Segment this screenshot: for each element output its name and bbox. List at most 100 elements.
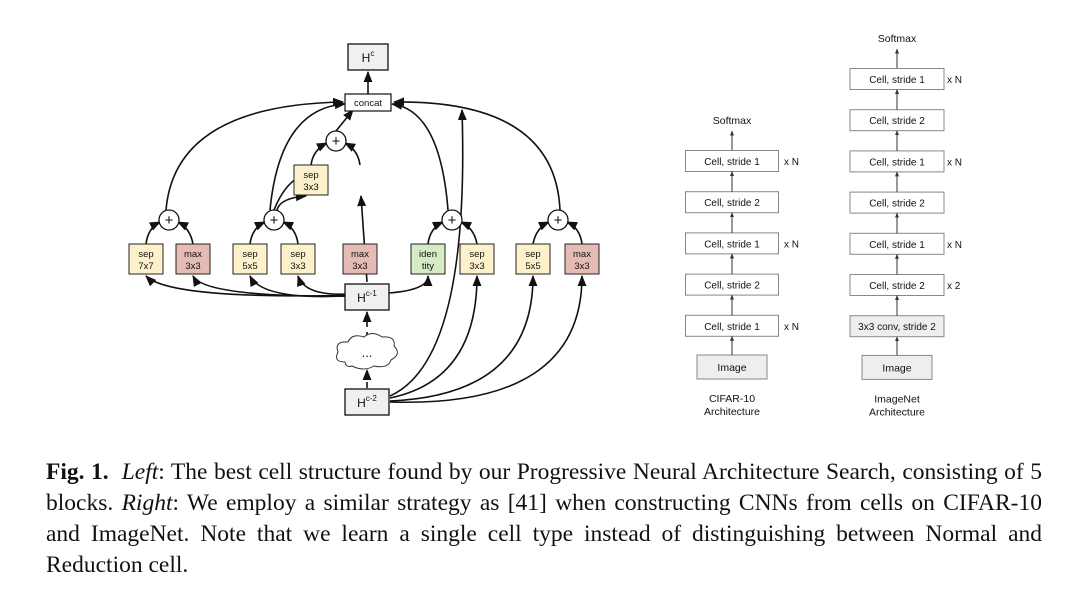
- edge-hprev2-concat: [389, 108, 467, 397]
- add-node-circle: [441, 209, 463, 231]
- add-node: +: [325, 130, 347, 152]
- op-label-line-1: sep: [138, 249, 153, 260]
- op-box-rect: [459, 243, 495, 275]
- op-label-line-1: sep: [525, 249, 540, 260]
- edge-op2-plus1: [176, 221, 194, 245]
- op-box-rect: [342, 243, 378, 275]
- layer-label: Cell, stride 1: [869, 157, 925, 168]
- concat-box: [344, 93, 392, 112]
- layer-label: Cell, stride 1: [704, 239, 760, 250]
- add-node: +: [547, 209, 569, 231]
- concat-node: concat: [344, 93, 392, 112]
- image-input-label: Image: [882, 362, 911, 374]
- image-input-box: [861, 354, 933, 380]
- edge-op3-plus2: [249, 221, 267, 245]
- op-box-rect: [128, 243, 164, 275]
- edge-op4-plus2: [281, 221, 299, 245]
- edge-plus2-concat: [269, 100, 347, 211]
- layer-label: Cell, stride 1: [869, 240, 925, 251]
- output-node-hc: Hc: [347, 43, 389, 71]
- op-label-line-2: 3x3: [303, 182, 318, 193]
- add-node-symbol: +: [270, 212, 279, 229]
- add-node-symbol: +: [332, 133, 341, 150]
- repeat-label: x N: [784, 157, 799, 168]
- op-label-line-2: 7x7: [138, 261, 153, 272]
- add-node: +: [158, 209, 180, 231]
- edge-plus2-op5: [276, 192, 308, 211]
- edge-hprev-op4: [297, 274, 348, 295]
- add-node-symbol: +: [554, 212, 563, 229]
- architecture-title-line-2: Architecture: [869, 406, 925, 418]
- input-node-hc-2: Hc-2: [344, 388, 390, 416]
- edge-plus3-concat: [335, 109, 354, 132]
- op-label-line-1: iden: [419, 249, 437, 260]
- figure-1: sep7x7max3x3sep5x5sep3x3sep3x3max3x3iden…: [128, 33, 962, 418]
- edge-op9-plus5: [532, 221, 551, 245]
- repeat-label: x N: [947, 240, 962, 251]
- op-label-line-2: 3x3: [469, 261, 484, 272]
- architecture-title-line-1: ImageNet: [874, 393, 920, 405]
- edge-op5-plus3: [310, 142, 329, 166]
- add-node-circle: [158, 209, 180, 231]
- edge-op6-plus3: [344, 142, 361, 166]
- edge-hprev2-op8: [389, 274, 482, 399]
- edge-op7-plus4: [427, 221, 445, 245]
- cloud-ellipsis: ...: [362, 345, 373, 360]
- layer-label: Cell, stride 2: [704, 198, 760, 209]
- softmax-label: Softmax: [713, 115, 752, 127]
- caption-right-word: Right: [121, 490, 173, 516]
- op-label-line-2: 5x5: [525, 261, 540, 272]
- op-label-line-2: 3x3: [185, 261, 200, 272]
- repeat-label: x N: [784, 322, 799, 333]
- op-box-rect: [515, 243, 551, 275]
- softmax-label: Softmax: [878, 33, 917, 45]
- layer-label: Cell, stride 1: [704, 157, 760, 168]
- op-label-line-1: sep: [242, 249, 257, 260]
- add-node: +: [263, 209, 285, 231]
- caption-part-2: : We employ a similar strategy as [41] w…: [46, 490, 1043, 578]
- op-box-rect: [564, 243, 600, 275]
- op-box-rect: [232, 243, 268, 275]
- add-node-circle: [325, 130, 347, 152]
- edge-plus5-concat: [392, 97, 561, 211]
- op-label-line-1: max: [573, 249, 591, 260]
- edge-plus4-concat: [390, 100, 449, 211]
- repeat-label: x N: [784, 239, 799, 250]
- add-node-circle: [547, 209, 569, 231]
- layer-label: 3x3 conv, stride 2: [858, 322, 936, 333]
- repeat-label: x N: [947, 75, 962, 86]
- edge-op8-plus4: [459, 221, 478, 245]
- layer-label: Cell, stride 2: [869, 116, 925, 127]
- op-box-rect: [293, 164, 329, 196]
- op-box-rect: [410, 243, 446, 275]
- op-label-line-1: sep: [303, 170, 318, 181]
- concat-label: concat: [354, 98, 382, 109]
- op-label-line-1: max: [351, 249, 369, 260]
- edge-op1-plus1: [145, 221, 162, 245]
- op-label-line-2: 3x3: [574, 261, 589, 272]
- input-node-hc-2-box: [344, 388, 390, 416]
- output-node-hc-box: [347, 43, 389, 71]
- cloud-icon: ...: [336, 333, 398, 370]
- repeat-label: x N: [947, 157, 962, 168]
- op-label-line-1: max: [184, 249, 202, 260]
- add-node-symbol: +: [165, 212, 174, 229]
- layer-label: Cell, stride 2: [869, 199, 925, 210]
- edge-hprev-op7: [388, 274, 433, 294]
- cell-structure-diagram: sep7x7max3x3sep5x5sep3x3sep3x3max3x3iden…: [128, 43, 600, 416]
- op-label-line-2: 5x5: [242, 261, 257, 272]
- input-node-hc-1-box: [344, 283, 390, 311]
- edge-plus1-concat: [165, 97, 345, 211]
- edge-hprev2-op9: [389, 274, 538, 402]
